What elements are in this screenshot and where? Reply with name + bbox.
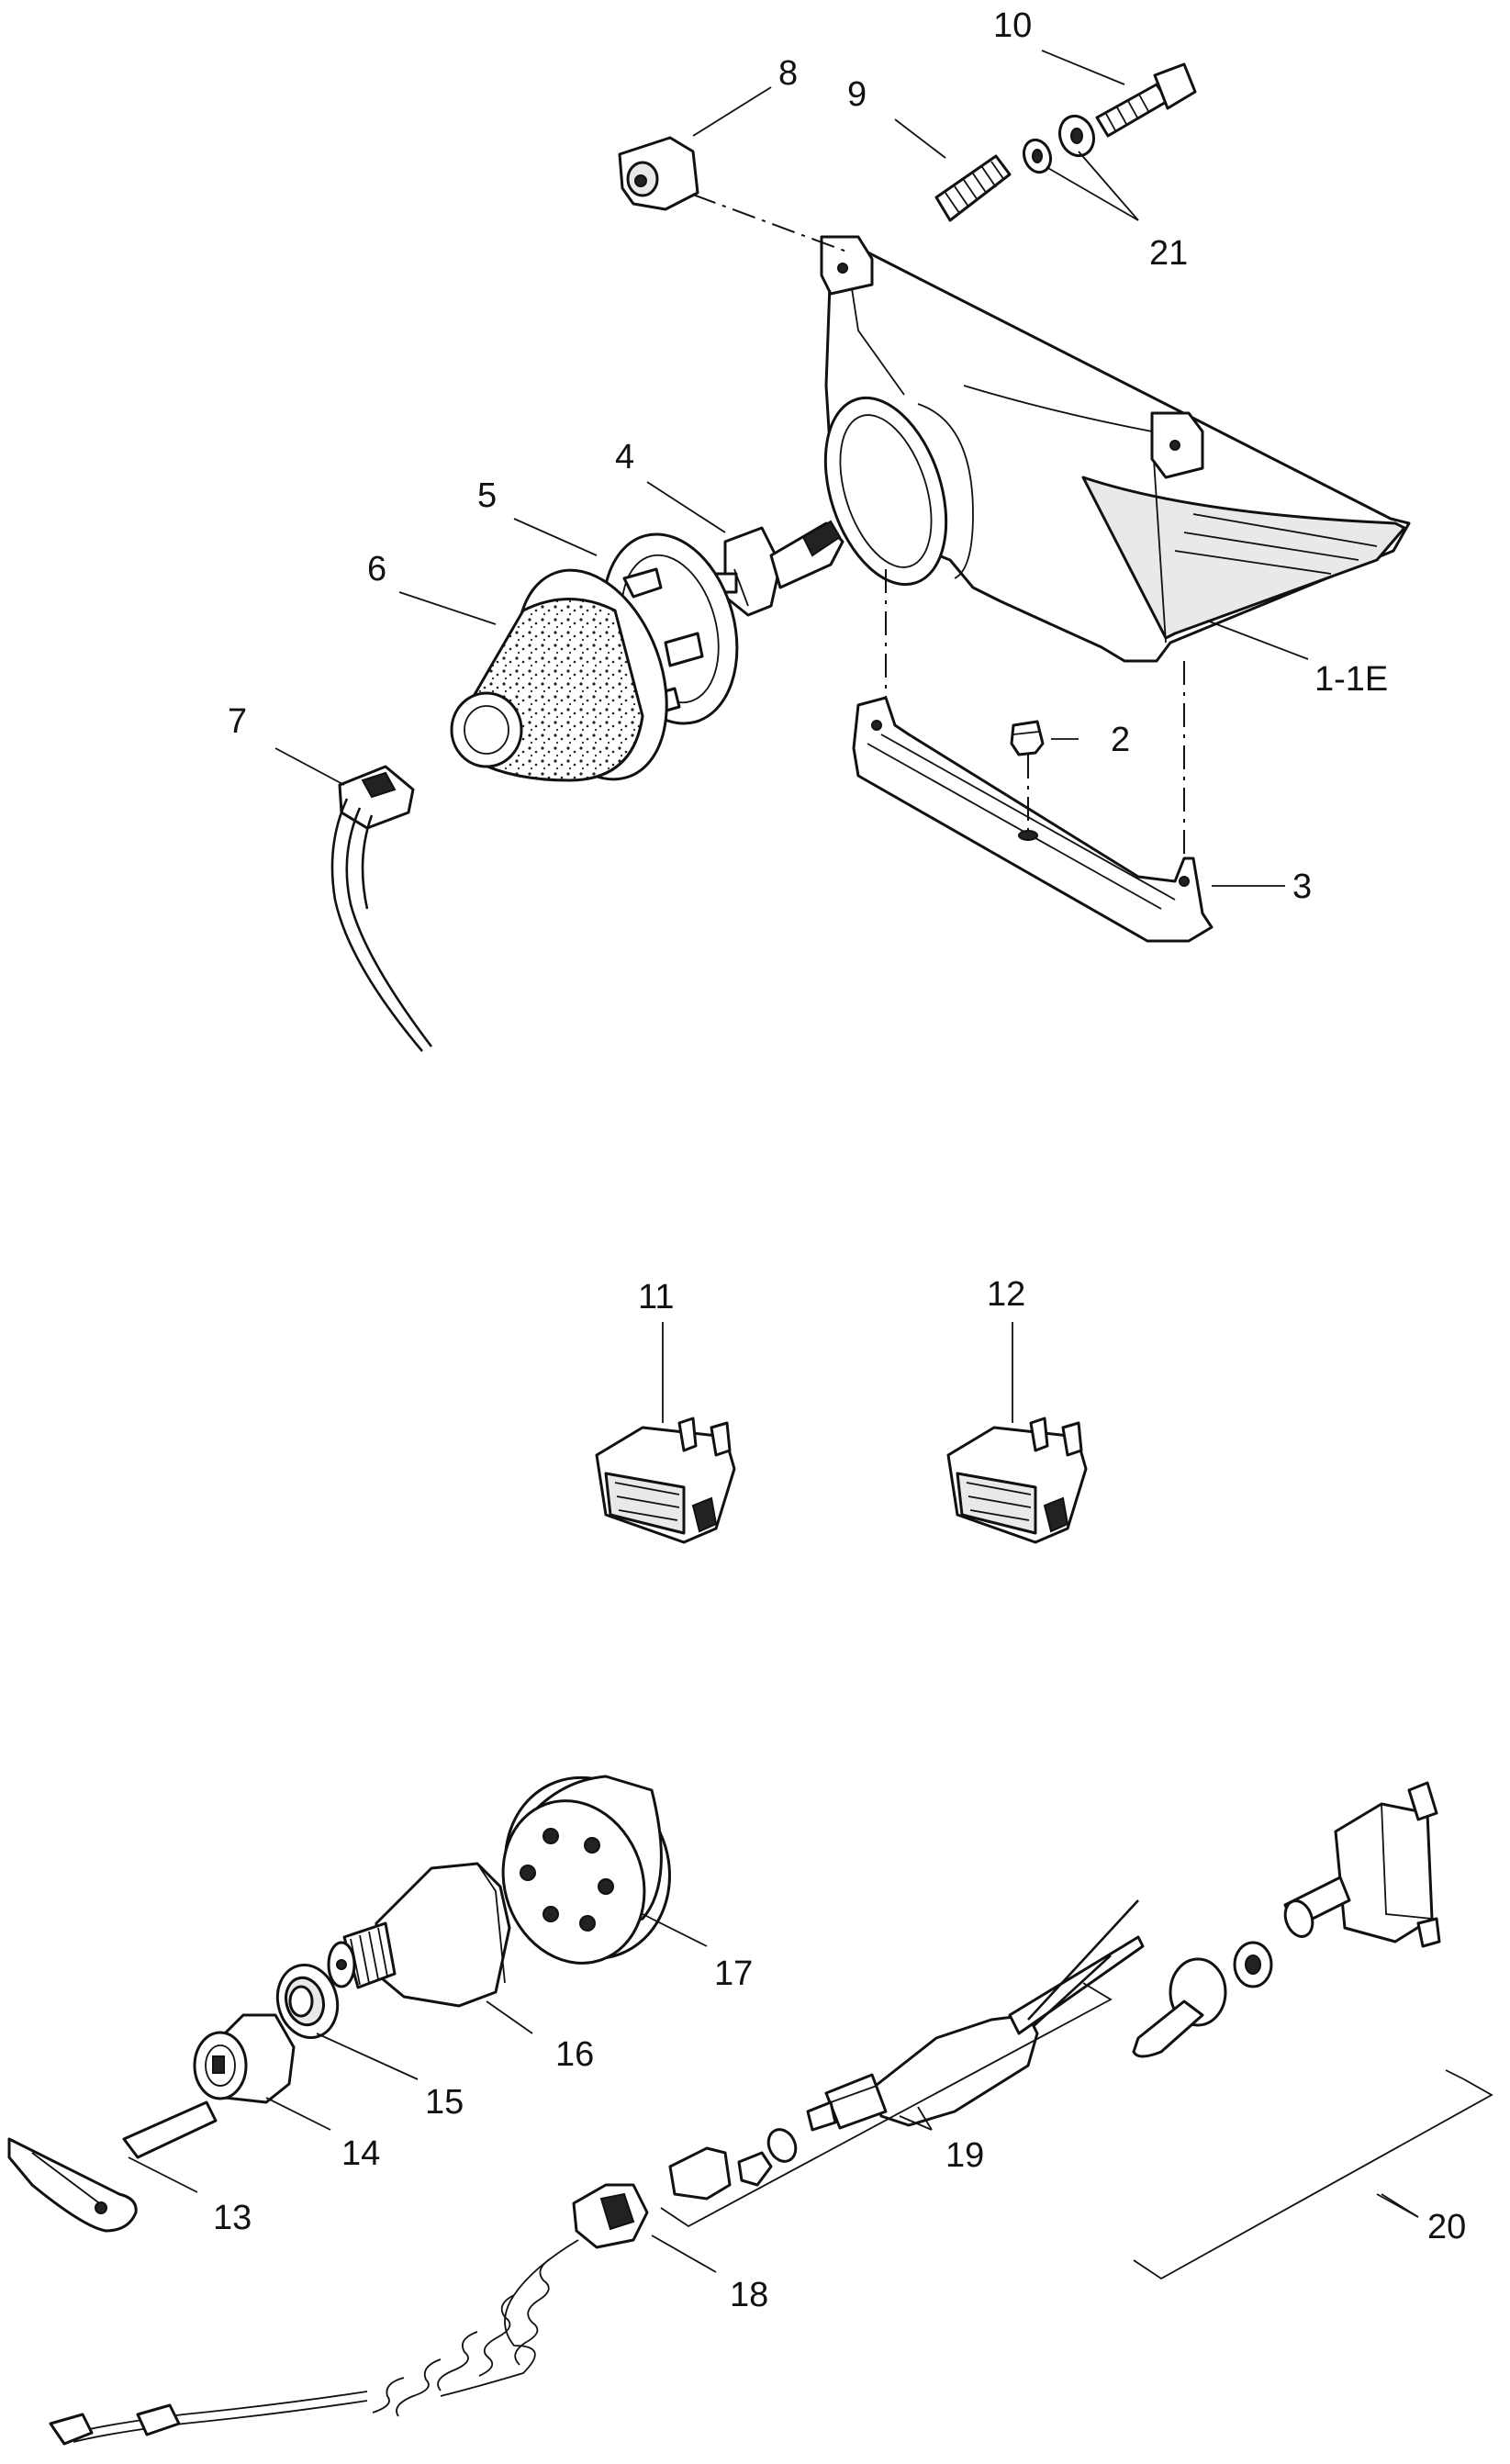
callout-11: 11	[638, 1278, 674, 1316]
headlight-housing	[820, 235, 1411, 663]
callout-12: 12	[987, 1275, 1025, 1314]
reflector	[450, 568, 668, 782]
lower-bracket	[852, 696, 1214, 943]
tether-socket-small-parts	[737, 2128, 798, 2187]
callout-13: 13	[213, 2199, 252, 2237]
callout-3: 3	[1292, 868, 1312, 906]
grommet	[1010, 720, 1045, 756]
toggle-switch	[1283, 1781, 1441, 1948]
callout-6: 6	[367, 550, 386, 588]
callout-8: 8	[778, 54, 798, 93]
toggle-nut-and-boot	[1132, 1941, 1273, 2058]
callout-5: 5	[477, 476, 497, 515]
bulb-connector	[330, 765, 433, 1052]
ignition-key	[7, 2100, 218, 2233]
rocker-switch-12	[946, 1417, 1088, 1544]
callout-10: 10	[993, 6, 1032, 45]
callout-14: 14	[341, 2134, 380, 2173]
adjustment-spring	[934, 154, 1012, 222]
assembly-dashed-lines	[692, 194, 1185, 858]
rocker-switch-11	[595, 1417, 736, 1544]
callout-1-1e: 1-1E	[1314, 660, 1388, 699]
tether-socket	[806, 1899, 1145, 2132]
halogen-bulb	[714, 520, 844, 617]
callout-18: 18	[730, 2276, 768, 2314]
callout-7: 7	[228, 702, 247, 741]
callout-4: 4	[615, 438, 634, 476]
callout-21: 21	[1149, 234, 1188, 273]
callout-2: 2	[1111, 721, 1130, 759]
callout-19: 19	[945, 2136, 984, 2175]
washers	[1022, 114, 1096, 174]
switch-cap	[501, 1775, 671, 1965]
tether-lanyard	[49, 2146, 732, 2446]
key-boot	[193, 2013, 296, 2104]
callout-17: 17	[714, 1954, 753, 1993]
callout-15: 15	[425, 2083, 464, 2122]
lock-nut	[275, 1963, 340, 2040]
callout-labels: 10 8 9 21 4 5 6 7 1-1E 2 3 11 12 17 16 1…	[213, 6, 1466, 2314]
callout-9: 9	[847, 75, 867, 114]
callout-20: 20	[1427, 2208, 1466, 2246]
leader-lines	[128, 50, 1493, 2280]
adjusting-screw	[1095, 62, 1197, 138]
clip-nut	[618, 136, 699, 211]
callout-16: 16	[555, 2035, 594, 2074]
ignition-switch	[327, 1862, 511, 2008]
